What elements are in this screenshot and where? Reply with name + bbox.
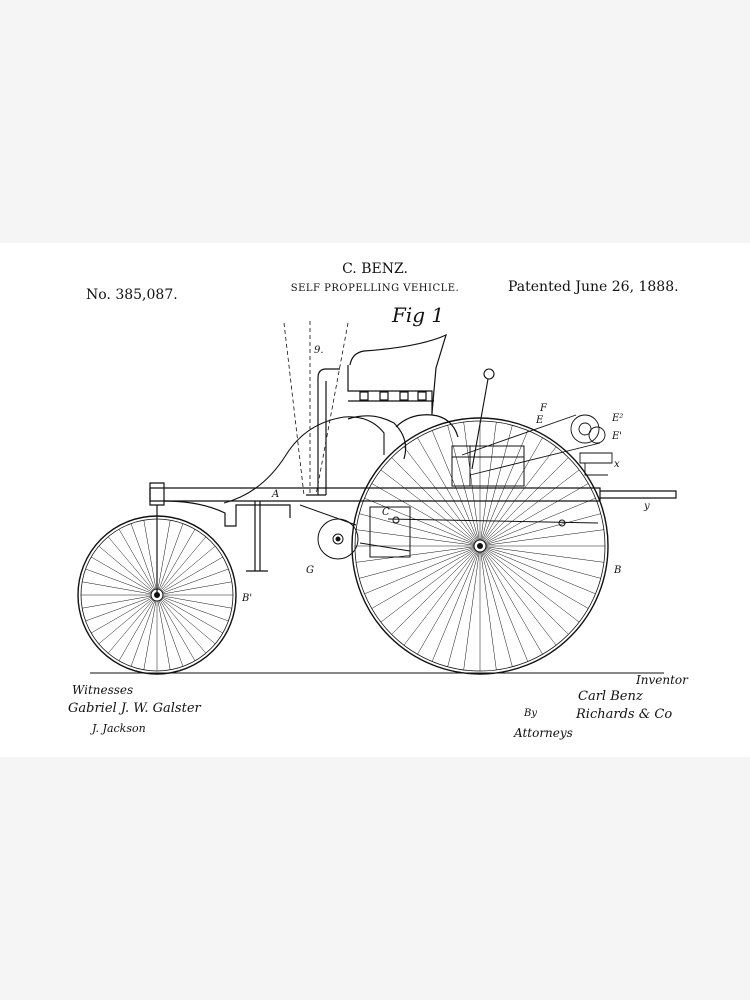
- drive-rod: [299, 504, 599, 527]
- ref-nine: 9.: [314, 345, 324, 356]
- ref-e-sup: E²: [611, 413, 623, 424]
- vehicle-drawing: A B B' C E E' E² F G x y 9.: [77, 321, 677, 675]
- ref-g: G: [306, 565, 314, 576]
- ref-x: x: [614, 459, 620, 470]
- patent-date: Patented June 26, 1888.: [508, 279, 679, 295]
- ref-b-prime: B': [241, 593, 252, 604]
- by-label: By: [524, 708, 537, 719]
- chassis-frame: [149, 482, 677, 597]
- ref-f: F: [539, 403, 548, 414]
- belt-drive: [461, 414, 613, 476]
- witnesses-label: Witnesses: [72, 683, 134, 697]
- ref-b: B: [613, 565, 621, 576]
- patent-sheet: A B B' C E E' E² F G x y 9. No. 385,087.…: [0, 243, 750, 757]
- rear-wheel: [351, 417, 609, 675]
- dash-curve: [223, 416, 385, 504]
- witness-signature-1: Gabriel J. W. Galster: [68, 701, 201, 716]
- brake-lever: [471, 368, 495, 470]
- attorney-signature: Richards & Co: [576, 707, 673, 722]
- ref-e-prime: E': [611, 431, 622, 442]
- seat: [347, 333, 459, 460]
- attorneys-label: Attorneys: [514, 726, 573, 740]
- inventor-name: C. BENZ.: [342, 261, 408, 277]
- inventor-signature: Carl Benz: [578, 689, 643, 704]
- steering-column: [306, 368, 340, 496]
- document-title: SELF PROPELLING VEHICLE.: [290, 283, 460, 294]
- ref-a: A: [271, 489, 279, 500]
- ref-e: E: [535, 415, 544, 426]
- ref-y: y: [643, 501, 650, 512]
- patent-number: No. 385,087.: [86, 287, 178, 303]
- witness-signature-2: J. Jackson: [92, 722, 146, 735]
- inventor-label: Inventor: [636, 673, 688, 687]
- figure-label: Fig 1: [392, 303, 445, 327]
- steering-dash-lines: [283, 321, 349, 496]
- ref-c: C: [382, 507, 390, 518]
